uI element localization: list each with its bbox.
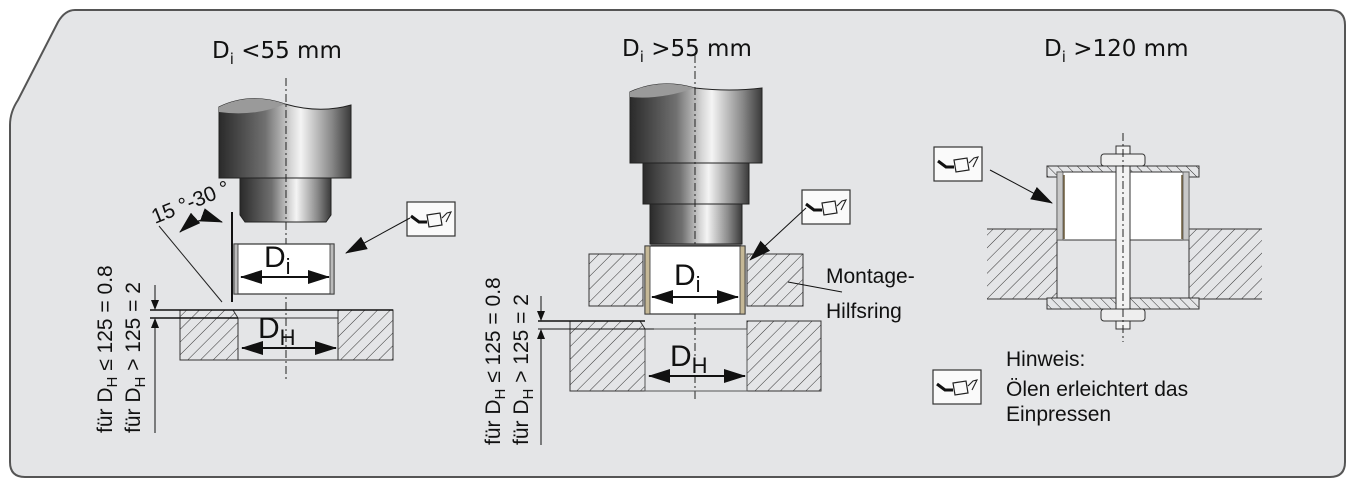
oil-can-icon [931, 368, 983, 406]
panel-large-diameter: Di >120 mm Hinweis: Ölen [931, 36, 1262, 426]
dim-dh-1: DH [258, 312, 296, 350]
housing-2: DH [538, 320, 822, 392]
pull-in-tool [1046, 133, 1200, 342]
panel-title-1: Di <55 mm [212, 38, 342, 68]
chamfer-rule-2a: für DH ≤ 125 = 0.8 [482, 277, 509, 445]
note-line-1: Ölen erleichtert das [1006, 378, 1188, 401]
oil-can-icon [405, 200, 457, 238]
helper-ring-label-2: Hilfsring [826, 300, 902, 323]
note: Hinweis: Ölen erleichtert das Einpressen [931, 348, 1188, 426]
oil-can-icon [800, 188, 852, 226]
helper-ring [588, 253, 804, 307]
press-mandrel [218, 98, 352, 223]
press-mandrel-stepped [629, 83, 763, 251]
bushing: Di [233, 241, 335, 295]
oil-can-icon [932, 145, 984, 183]
chamfer-rule-1b: für DH > 125 = 2 [122, 282, 149, 433]
dim-di-2: Di [674, 259, 701, 297]
housing: DH [150, 309, 394, 361]
panel-title-3: Di >120 mm [1044, 36, 1189, 66]
note-line-2: Einpressen [1006, 403, 1111, 426]
panel-medium-diameter: Di >55 mm Di Montage- Hilfsring [482, 36, 915, 445]
panel-title-2: Di >55 mm [622, 36, 752, 66]
bushing-2: Di [644, 245, 746, 315]
chamfer-rule-2b: für DH > 125 = 2 [510, 294, 537, 445]
dim-dh-2: DH [670, 340, 708, 378]
dim-di-1: Di [264, 241, 291, 279]
chamfer-rule-1a: für DH ≤ 125 = 0.8 [94, 265, 121, 433]
helper-ring-label-1: Montage- [826, 265, 915, 288]
note-heading: Hinweis: [1006, 348, 1085, 371]
